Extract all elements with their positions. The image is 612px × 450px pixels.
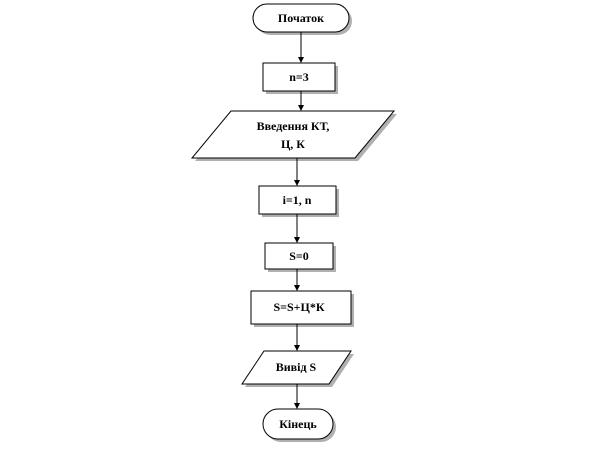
connector-loop-to-init <box>294 214 300 243</box>
assign-n-label: n=3 <box>289 70 309 84</box>
end-label: Кінець <box>279 417 317 431</box>
connector-n-to-input <box>298 91 304 111</box>
output-label: Вивід S <box>276 360 317 374</box>
connector-init-to-accumulate <box>294 269 300 291</box>
end-node: Кінець <box>262 408 336 442</box>
connector-start-to-n <box>298 32 304 63</box>
loop-node: i=1, n <box>258 185 339 217</box>
output-node: Вивід S <box>241 350 354 387</box>
input-label-line1: Введення КТ, <box>257 119 330 133</box>
assign-n-node: n=3 <box>262 62 338 94</box>
input-node: Введення КТ, Ц, К <box>190 110 397 161</box>
connector-input-to-loop <box>294 158 300 186</box>
start-label: Початок <box>278 11 324 25</box>
init-s-label: S=0 <box>289 249 309 263</box>
accumulate-label: S=S+Ц*К <box>273 300 324 314</box>
connector-accumulate-to-output <box>294 324 300 351</box>
init-s-node: S=0 <box>264 242 336 272</box>
input-label-line2: Ц, К <box>281 137 305 151</box>
connector-output-to-end <box>294 384 300 409</box>
accumulate-node: S=S+Ц*К <box>250 290 354 327</box>
loop-label: i=1, n <box>283 193 312 207</box>
start-node: Початок <box>252 3 352 35</box>
